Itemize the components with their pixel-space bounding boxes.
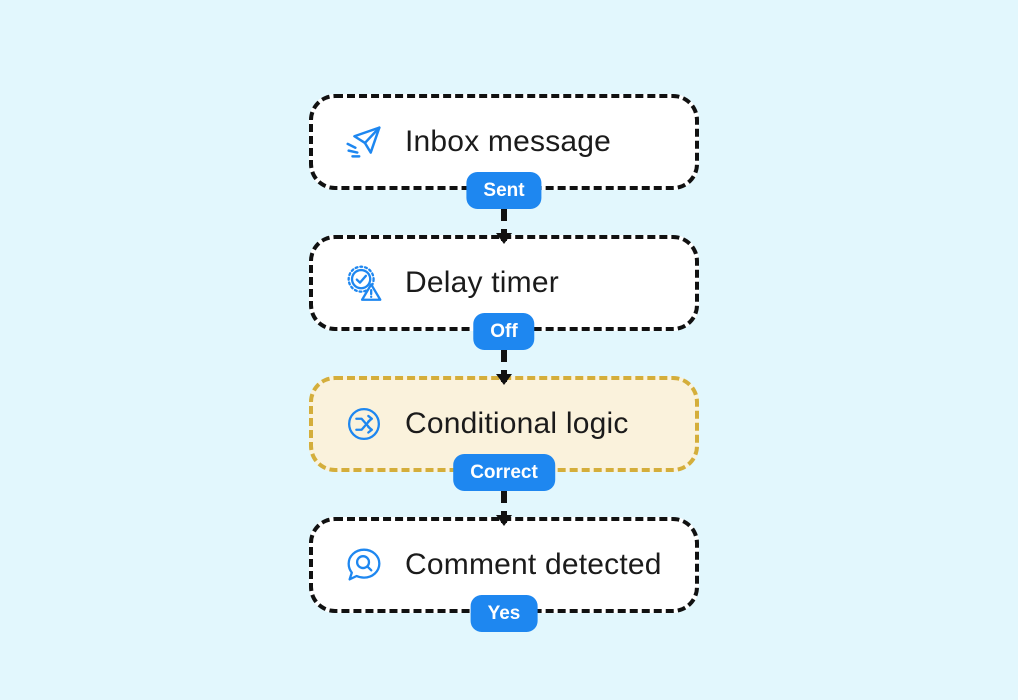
comment-search-icon <box>341 542 387 588</box>
connector-delay-to-conditional <box>496 350 512 385</box>
connector-arrowhead-icon <box>496 374 512 385</box>
connector-line <box>501 491 507 523</box>
connector-arrowhead-icon <box>496 233 512 244</box>
flow-node-label: Delay timer <box>405 266 559 299</box>
status-badge-yes[interactable]: Yes <box>470 595 538 632</box>
connector-conditional-to-comment <box>496 491 512 526</box>
flow-node-label: Comment detected <box>405 548 662 581</box>
flow-node-conditional-logic[interactable]: Conditional logic <box>309 376 699 472</box>
shuffle-circle-icon <box>341 401 387 447</box>
status-badge-off[interactable]: Off <box>473 313 535 350</box>
clock-check-warning-icon <box>341 260 387 306</box>
connector-arrowhead-icon <box>496 515 512 526</box>
flow-node-label: Inbox message <box>405 125 612 158</box>
paper-plane-icon <box>341 119 387 165</box>
connector-line <box>501 209 507 241</box>
status-badge-sent[interactable]: Sent <box>466 172 542 209</box>
flow-node-label: Conditional logic <box>405 407 629 440</box>
connector-inbox-to-delay <box>496 209 512 244</box>
connector-line <box>501 350 507 382</box>
status-badge-correct[interactable]: Correct <box>453 454 555 491</box>
